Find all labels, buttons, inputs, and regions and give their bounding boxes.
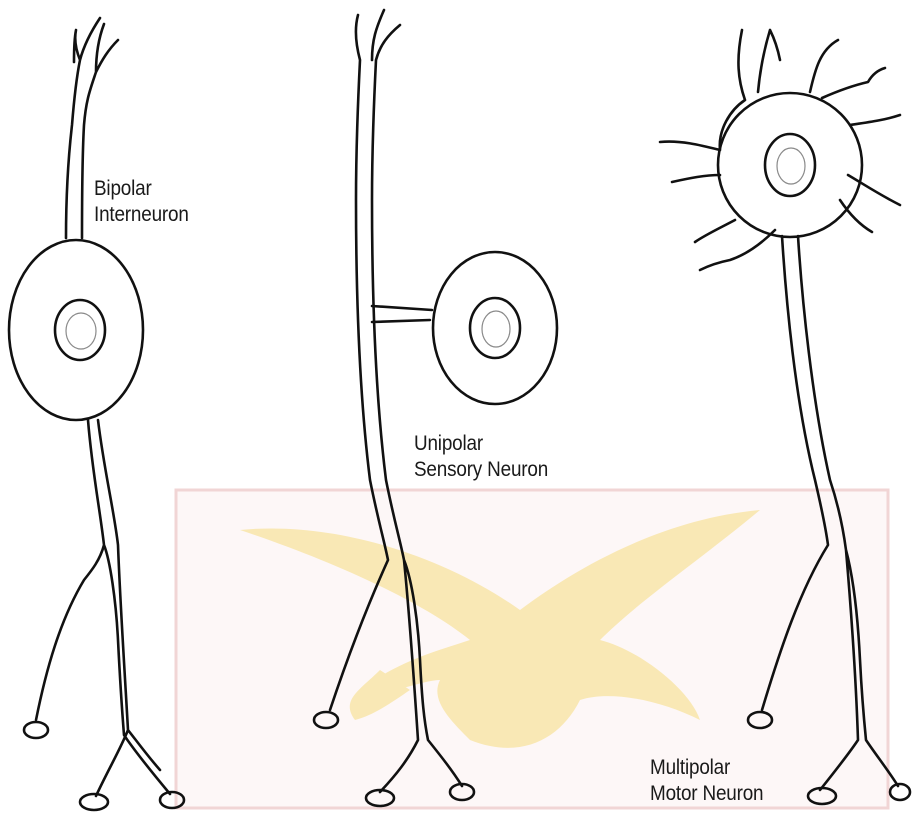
multipolar-soma bbox=[718, 93, 862, 237]
bipolar-nucleus bbox=[55, 300, 105, 360]
multipolar-terminal-3 bbox=[890, 784, 910, 800]
multipolar-label-line1: Multipolar bbox=[650, 755, 763, 781]
unipolar-label-line1: Unipolar bbox=[414, 431, 548, 457]
bipolar-label: Bipolar Interneuron bbox=[94, 176, 189, 228]
unipolar-nucleus bbox=[470, 298, 520, 358]
unipolar-soma bbox=[433, 252, 557, 404]
multipolar-soma-outline bbox=[660, 30, 900, 270]
unipolar-stem bbox=[372, 306, 432, 322]
multipolar-label: Multipolar Motor Neuron bbox=[650, 755, 763, 807]
unipolar-label-line2: Sensory Neuron bbox=[414, 457, 548, 483]
bipolar-nucleus-inner bbox=[66, 313, 96, 349]
multipolar-nucleus-inner bbox=[777, 148, 805, 184]
bipolar-axon bbox=[36, 420, 170, 796]
multipolar-label-line2: Motor Neuron bbox=[650, 781, 763, 807]
bipolar-soma bbox=[9, 240, 143, 420]
bipolar-neuron bbox=[9, 18, 184, 810]
bipolar-terminal-2 bbox=[80, 794, 108, 810]
unipolar-nucleus-inner bbox=[482, 311, 510, 347]
multipolar-nucleus bbox=[765, 134, 815, 196]
bipolar-label-line2: Interneuron bbox=[94, 202, 189, 228]
bipolar-terminal-1 bbox=[24, 722, 48, 738]
unipolar-label: Unipolar Sensory Neuron bbox=[414, 431, 548, 483]
bipolar-label-line1: Bipolar bbox=[94, 176, 189, 202]
